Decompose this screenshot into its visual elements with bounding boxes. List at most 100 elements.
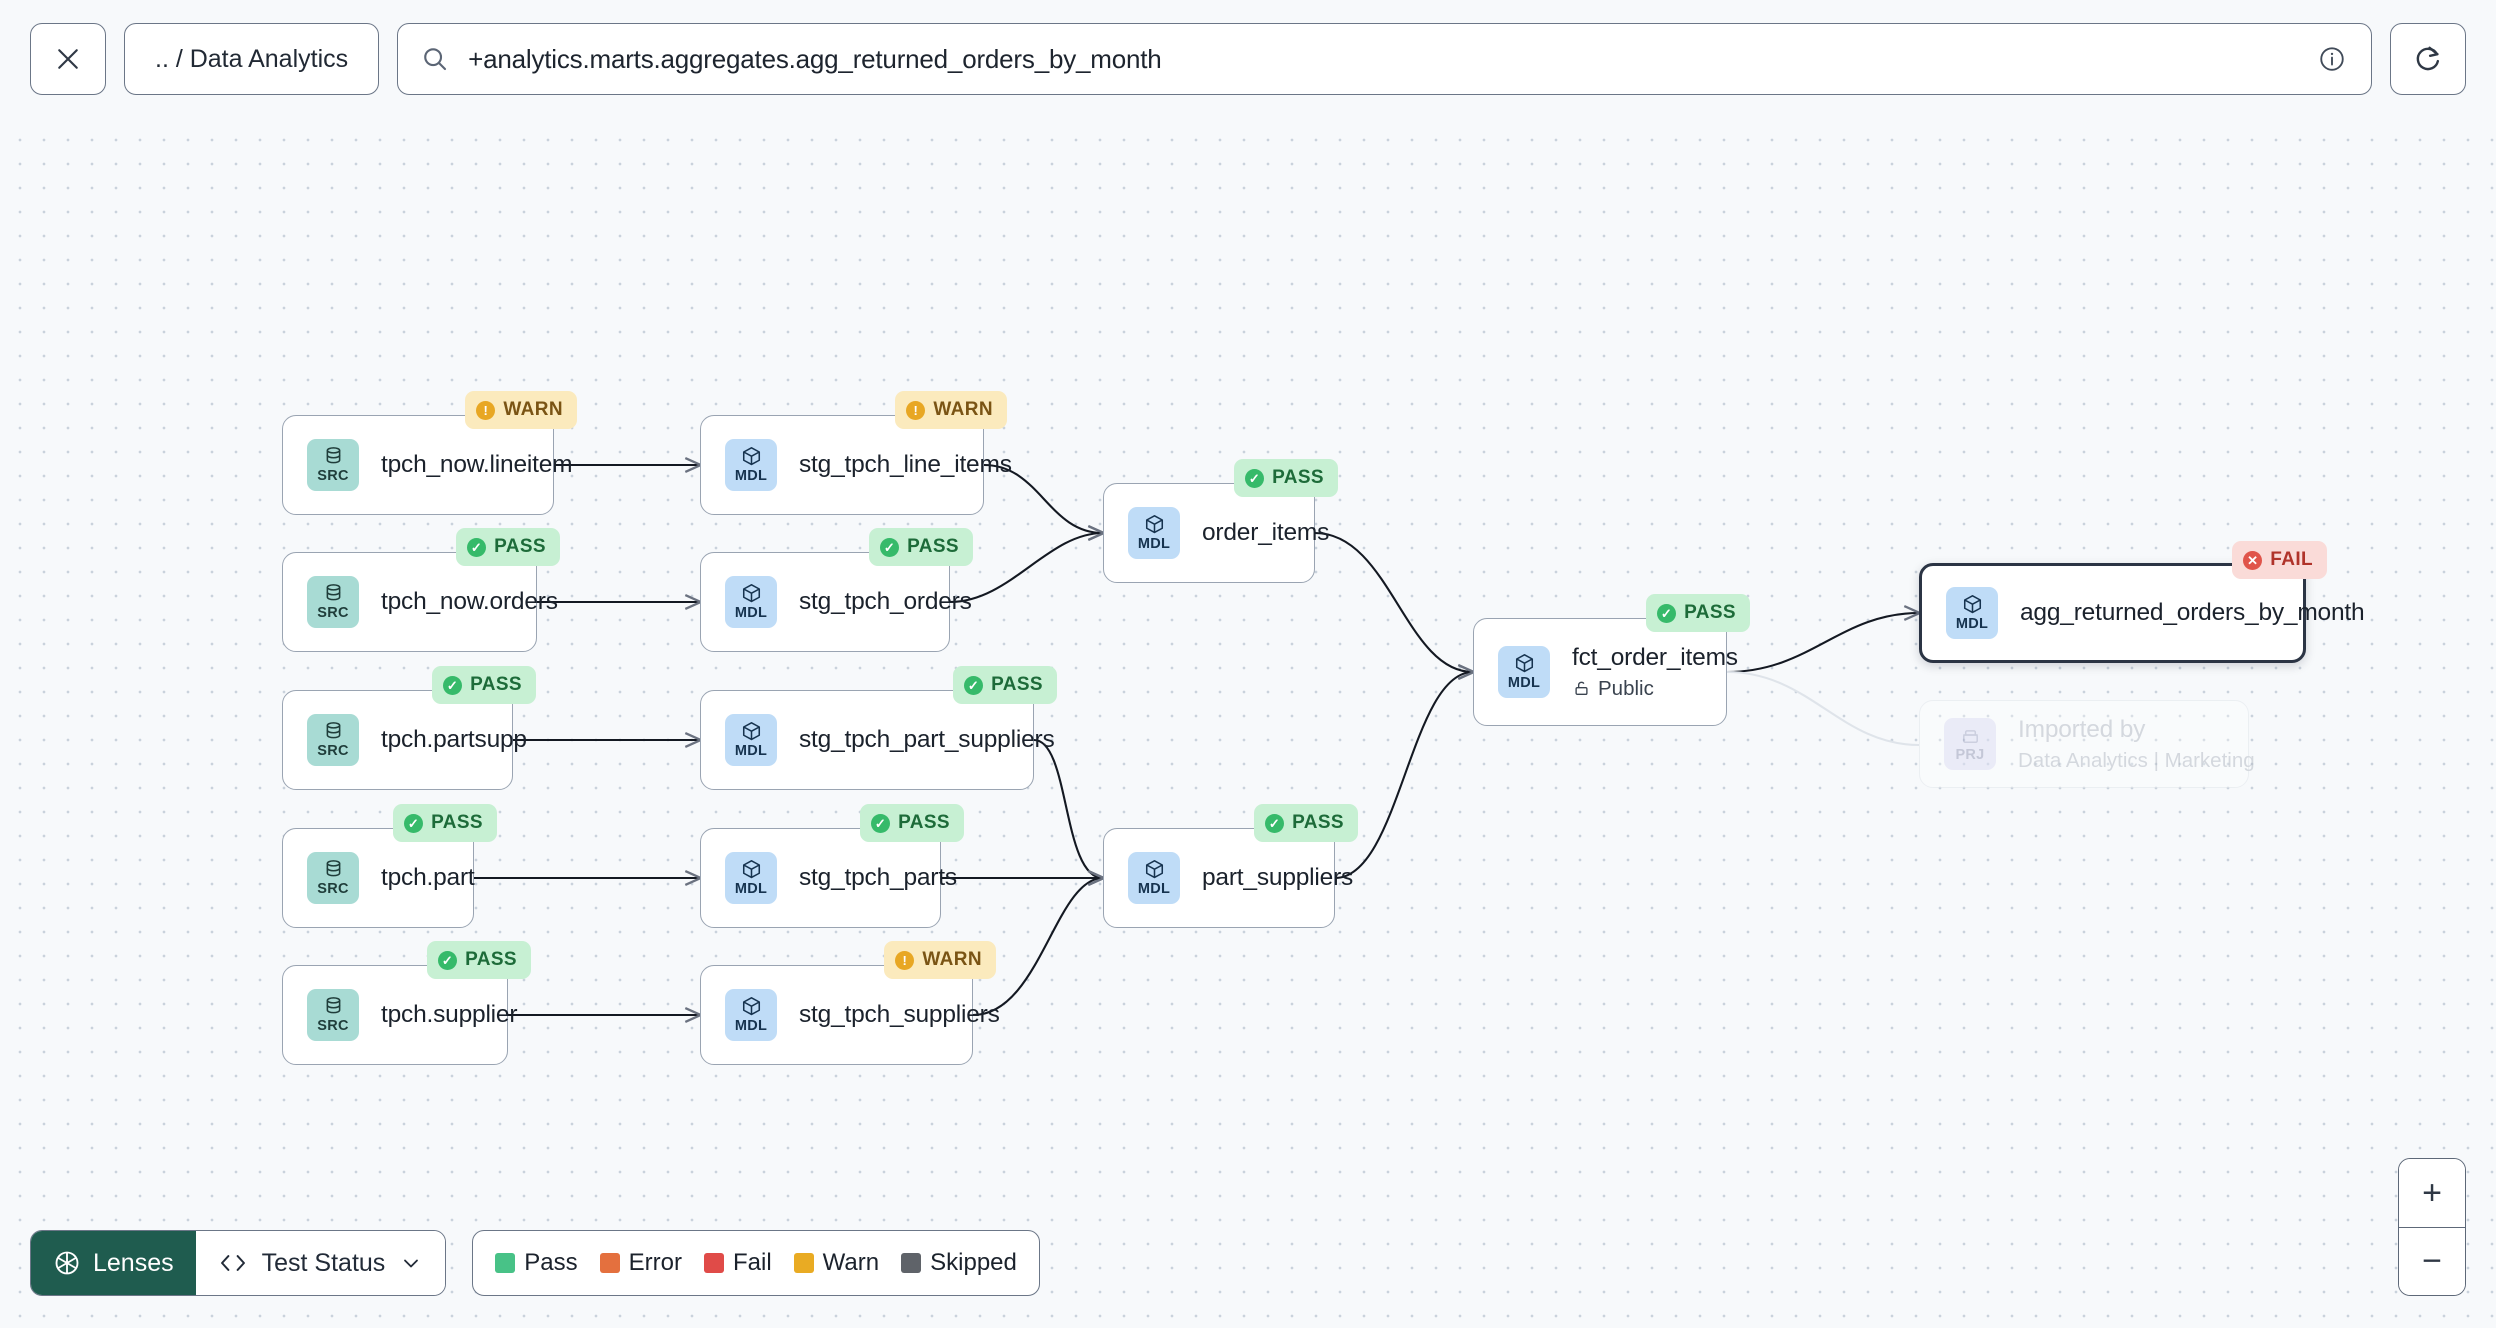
node-title: stg_tpch_parts [799,864,957,891]
status-label: PASS [1684,602,1736,623]
legend-item-warn[interactable]: Warn [793,1249,879,1277]
legend-swatch-icon [901,1253,922,1273]
src-type-icon: SRC [307,852,359,904]
status-dot-icon: ✓ [871,813,891,833]
status-label: PASS [1292,812,1344,833]
node-body: stg_tpch_suppliers [799,1001,1000,1029]
status-label: FAIL [2270,549,2313,570]
status-badge-pass: ✓PASS [432,666,536,704]
mdl-type-icon: MDL [725,714,777,766]
status-badge-pass: ✓PASS [860,804,964,842]
close-button[interactable] [30,23,106,95]
status-dot-icon: ✓ [438,950,458,970]
status-legend: Pass Error Fail Warn Skipped [472,1230,1040,1296]
legend-label: Error [628,1249,682,1276]
node-title: agg_returned_orders_by_month [2020,599,2365,626]
edge-stgorders-orderitems [949,533,1103,604]
node-body: tpch_now.lineitem [381,451,573,479]
graph-node-imported_by_project[interactable]: PRJ Imported by Data Analytics | Marketing [1919,700,2255,788]
refresh-button[interactable] [2390,23,2466,95]
node-body: stg_tpch_orders [799,588,972,616]
status-dot-icon: ! [906,400,926,420]
node-subtitle: Public [1572,677,1738,701]
node-body: part_suppliers [1202,864,1353,892]
node-title: tpch_now.orders [381,588,558,615]
search-icon [424,48,447,71]
node-title: stg_tpch_line_items [799,451,1012,478]
edge-partsuppliers-fct [1334,672,1473,880]
node-title: stg_tpch_orders [799,588,972,615]
node-body: order_items [1202,519,1329,547]
zoom-in-button[interactable]: + [2399,1159,2465,1227]
node-body: tpch.part [381,864,475,892]
node-title: fct_order_items [1572,643,1738,671]
graph-node-stg_tpch_line_items[interactable]: MDL stg_tpch_line_items! WARN [700,391,1012,515]
aperture-icon [55,1251,79,1275]
legend-label: Fail [733,1249,772,1276]
node-body: agg_returned_orders_by_month [2020,599,2365,627]
node-body: tpch.partsupp [381,726,527,754]
search-bar[interactable] [397,23,2372,95]
legend-item-error[interactable]: Error [599,1249,682,1277]
chevron-down-icon [404,1259,419,1268]
status-label: PASS [1272,467,1324,488]
status-badge-pass: ✓PASS [427,941,531,979]
status-badge-fail: ✕FAIL [2232,541,2327,579]
legend-item-fail[interactable]: Fail [704,1249,772,1277]
legend-item-pass[interactable]: Pass [495,1249,578,1277]
status-badge-pass: ✓PASS [1234,459,1338,497]
breadcrumb[interactable]: .. / Data Analytics [124,23,380,95]
graph-node-order_items[interactable]: MDL order_items ✓PASS [1103,459,1338,583]
node-body: tpch_now.orders [381,588,558,616]
status-label: WARN [933,399,993,420]
node-subtitle: Data Analytics | Marketing [2018,749,2255,773]
status-label: PASS [991,674,1043,695]
node-title: Imported by [2018,715,2146,743]
legend-item-skipped[interactable]: Skipped [901,1249,1017,1277]
node-title: stg_tpch_part_suppliers [799,726,1055,753]
lenses-button[interactable]: Lenses [31,1231,196,1295]
status-label: WARN [922,949,982,970]
prj-type-icon: PRJ [1944,718,1996,770]
info-icon[interactable] [2317,44,2347,74]
node-title: tpch.partsupp [381,726,527,753]
test-status-dropdown[interactable]: Test Status [195,1231,446,1295]
status-label: PASS [431,812,483,833]
top-toolbar: .. / Data Analytics [0,0,2496,118]
search-input[interactable] [468,43,2299,75]
mdl-type-icon: MDL [1128,507,1180,559]
src-type-icon: SRC [307,439,359,491]
node-title: stg_tpch_suppliers [799,1001,1000,1028]
status-dot-icon: ✓ [467,537,487,557]
status-badge-warn: ! WARN [895,391,1007,429]
node-subtitle-text: Data Analytics | Marketing [2018,748,2255,772]
status-badge-pass: ✓PASS [1646,594,1750,632]
code-icon [220,1255,245,1271]
mdl-type-icon: MDL [725,439,777,491]
status-dot-icon: ! [476,400,496,420]
legend-swatch-icon [495,1253,516,1273]
lenses-label: Lenses [93,1248,174,1277]
status-dot-icon: ✓ [443,675,463,695]
status-badge-pass: ✓PASS [1254,804,1358,842]
zoom-out-button[interactable]: − [2399,1227,2465,1295]
test-status-label: Test Status [261,1248,386,1277]
node-title: tpch_now.lineitem [381,451,573,478]
mdl-type-icon: MDL [725,576,777,628]
status-badge-warn: !WARN [884,941,996,979]
